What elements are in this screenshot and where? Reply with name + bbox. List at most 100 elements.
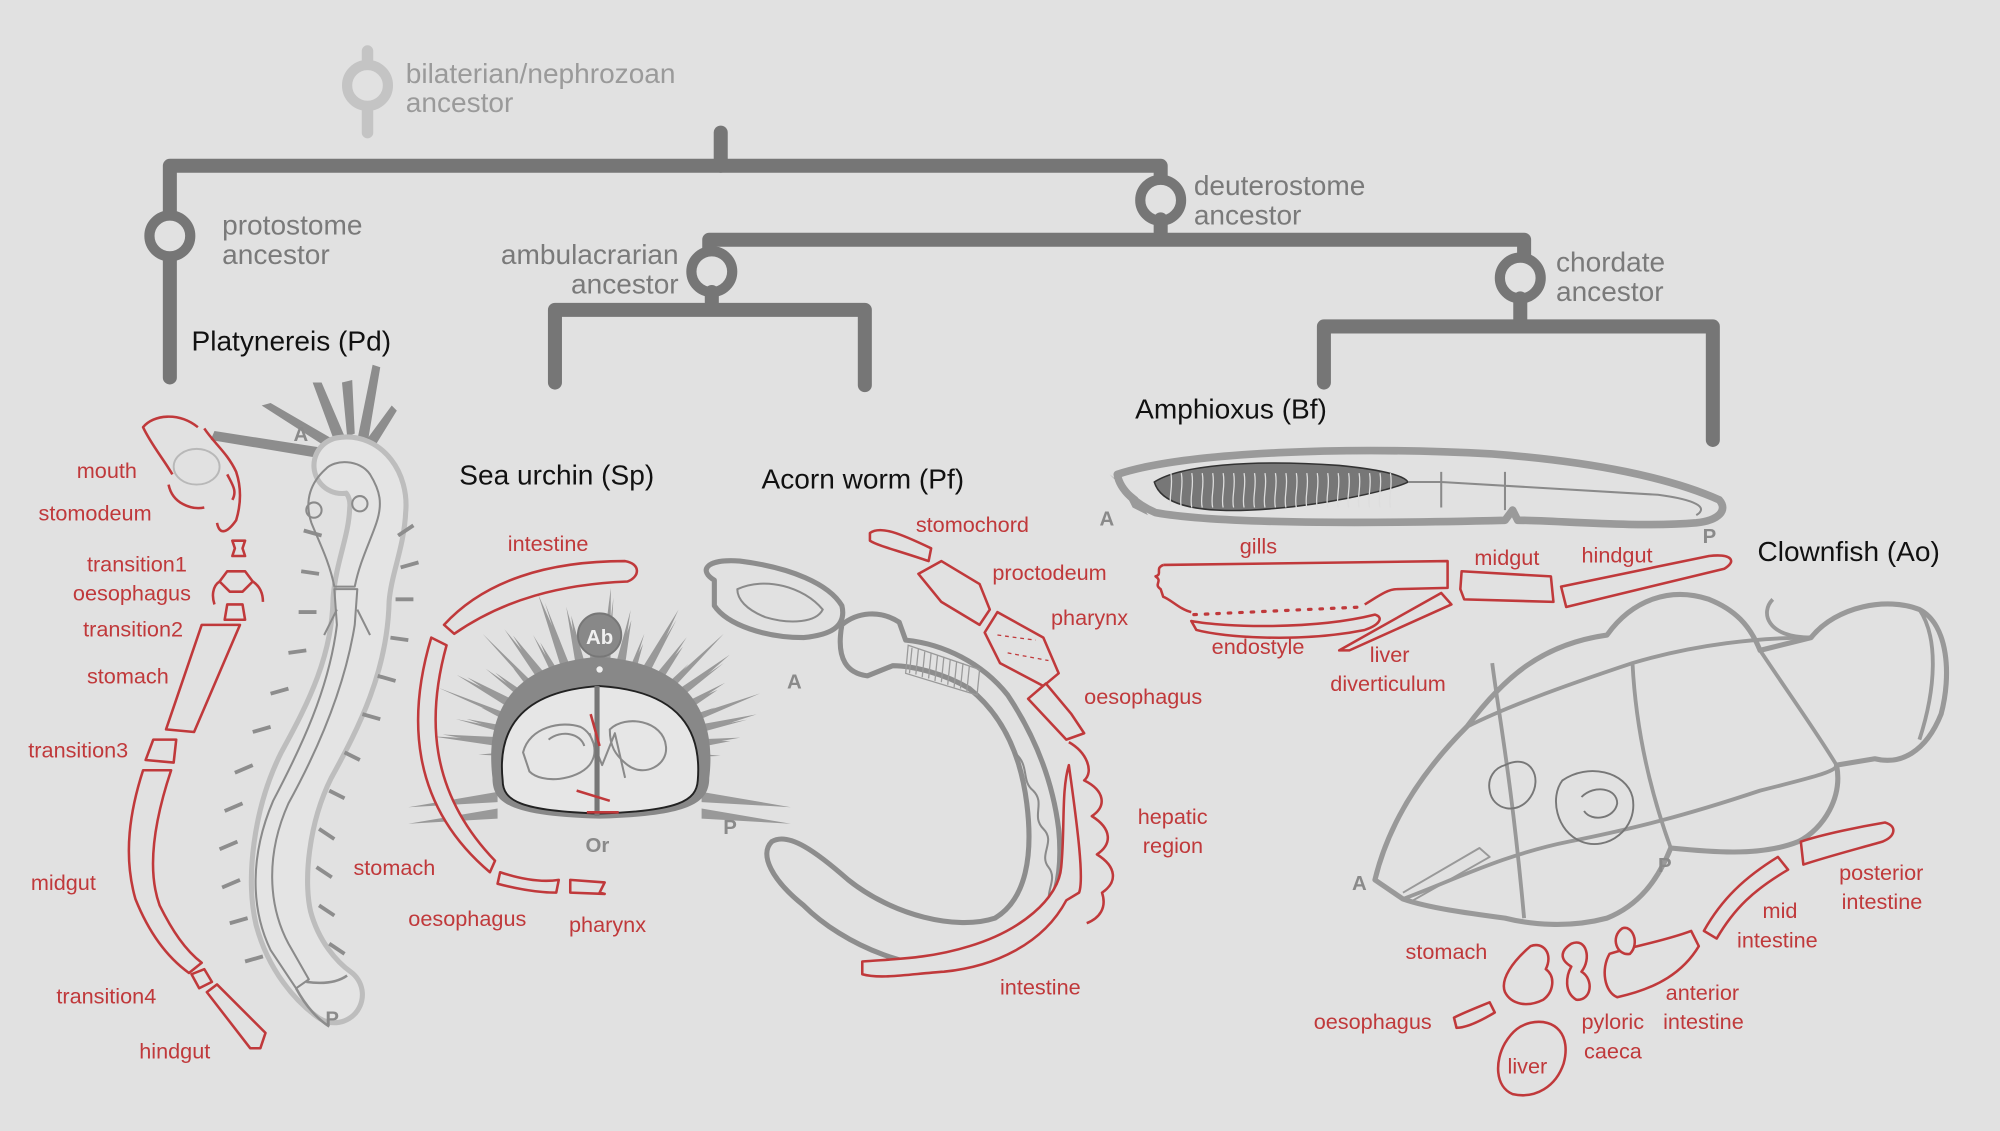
organ-label: transition3	[28, 737, 128, 762]
gut-mid-intestine	[1702, 855, 1790, 940]
gill-bar	[1263, 472, 1267, 508]
gut-transition2	[223, 603, 247, 622]
gut-anterior-intestine-bulb	[1614, 926, 1636, 956]
acorn-worm-body: A	[703, 558, 1063, 970]
organ-label: posterior	[1839, 860, 1923, 885]
amphioxus-gut-diagram	[1154, 554, 1733, 652]
gill-bar	[1200, 472, 1204, 508]
chordate-branch	[1316, 291, 1720, 447]
pharyngeal-basket	[1153, 462, 1410, 512]
organ-label: hindgut	[139, 1038, 210, 1063]
organ-label: midgut	[1474, 545, 1539, 570]
gut-liver-diverticulum	[1337, 591, 1453, 652]
organ-label: intestine	[1842, 889, 1923, 914]
deuterostome-label-2: ancestor	[1194, 199, 1302, 230]
protostome-label-1: protostome	[222, 210, 362, 241]
gut-transition4	[190, 967, 214, 990]
organ-label: gills	[1240, 533, 1277, 558]
gut-mouth-stomodeum	[141, 415, 242, 533]
gill-bar	[1347, 472, 1350, 508]
species-label-platynereis: Platynereis (Pd)	[192, 326, 392, 357]
organ-label: oesophagus	[1084, 684, 1202, 709]
prostomium	[307, 461, 381, 588]
gut-midgut	[127, 768, 204, 975]
organ-label: liver	[1370, 642, 1410, 667]
organ-label: caeca	[1584, 1038, 1643, 1063]
anterior-letter: A	[1099, 508, 1114, 530]
anterior-letter: A	[294, 424, 309, 446]
organ-label: intestine	[1737, 927, 1818, 952]
species-label-clownfish: Clownfish (Ao)	[1757, 536, 1939, 567]
gill-bar	[1368, 472, 1371, 508]
aboral-letter: Ab	[586, 627, 613, 649]
gut-stomach	[416, 636, 497, 874]
gut-oesophagus	[496, 870, 561, 894]
gill-bar	[1253, 472, 1256, 508]
gut-liver	[1496, 1020, 1567, 1097]
deuterostome-branch	[702, 212, 1532, 263]
platynereis-gut-diagram	[127, 415, 267, 1050]
gill-bar	[1305, 472, 1309, 508]
clownfish-body: A P	[1352, 591, 1950, 927]
gill-bar	[1357, 472, 1361, 508]
amphioxus-outline	[1113, 446, 1727, 529]
gut-gills	[1163, 559, 1449, 606]
sea-urchin-organ-labels: intestine stomach oesophagus pharynx	[353, 531, 646, 937]
gut-pyloric-caeca	[1561, 941, 1591, 1002]
clownfish-panel: Clownfish (Ao) A P posterior intestine m…	[1314, 536, 1950, 1097]
gut-anterior-intestine	[1603, 929, 1701, 999]
organ-label: intestine	[1663, 1009, 1744, 1034]
organ-label: pyloric	[1581, 1009, 1644, 1034]
organ-label: transition4	[56, 984, 156, 1009]
ambulacrarian-branch	[547, 285, 872, 393]
pygidial-cirri	[294, 974, 348, 1028]
gill-bar	[1221, 472, 1225, 508]
species-label-amphioxus: Amphioxus (Bf)	[1135, 393, 1327, 424]
eye-icon	[305, 501, 323, 519]
organ-label: midgut	[31, 870, 96, 895]
gill-slits	[908, 647, 971, 692]
gut-gills-dotted	[1192, 605, 1364, 617]
proboscis	[703, 558, 846, 641]
gill-bar	[1336, 472, 1340, 508]
chordate-label-1: chordate	[1556, 247, 1665, 278]
organ-label: endostyle	[1212, 634, 1305, 659]
organ-label: intestine	[1000, 975, 1081, 1000]
gut-endostyle	[1190, 613, 1381, 639]
sea-urchin-body: Ab Or P	[408, 587, 791, 857]
organ-label: stomodeum	[39, 500, 152, 525]
clownfish-outline	[1372, 591, 1950, 927]
species-label-sea-urchin: Sea urchin (Sp)	[459, 460, 654, 491]
organ-label: region	[1143, 833, 1203, 858]
organ-label: anterior	[1666, 980, 1739, 1005]
urchin-spine	[701, 791, 791, 808]
ambulacrarian-label-2: ancestor	[571, 268, 679, 299]
platynereis-organ-labels: mouth stomodeum transition1 oesophagus t…	[28, 458, 210, 1063]
sea-urchin-gut-diagram	[416, 559, 639, 896]
gut-pharynx	[568, 878, 606, 896]
urchin-spine	[701, 808, 791, 824]
gill-bar	[1295, 472, 1298, 508]
gill-bar	[1378, 472, 1382, 508]
gut-intestine	[442, 559, 639, 636]
gut-transition3	[144, 738, 178, 764]
acorn-worm-panel: Acorn worm (Pf) A stomochord proctodeum …	[703, 463, 1208, 1000]
amphioxus-body: A P	[1099, 446, 1727, 548]
gut-midgut	[1459, 570, 1555, 604]
clownfish-organ-labels: posterior intestine mid intestine stomac…	[1314, 860, 1924, 1079]
organ-label: stomochord	[916, 512, 1029, 537]
oral-letter: Or	[586, 835, 610, 857]
sea-urchin-panel: Sea urchin (Sp) Ab Or P intestine stomac…	[353, 460, 791, 937]
aboral-badge	[576, 612, 623, 658]
posterior-letter: P	[325, 1008, 339, 1030]
urchin-interior	[501, 685, 700, 815]
posterior-letter: P	[723, 817, 737, 839]
urchin-gut-markers	[576, 713, 619, 814]
parapodia	[218, 523, 420, 964]
organ-label: transition2	[83, 616, 183, 641]
organ-label: hindgut	[1581, 542, 1652, 567]
organ-label: hepatic	[1138, 804, 1208, 829]
phylogenetic-tree: bilaterian/nephrozoan ancestor protostom…	[105, 45, 1720, 447]
gill-bar	[1169, 472, 1173, 508]
